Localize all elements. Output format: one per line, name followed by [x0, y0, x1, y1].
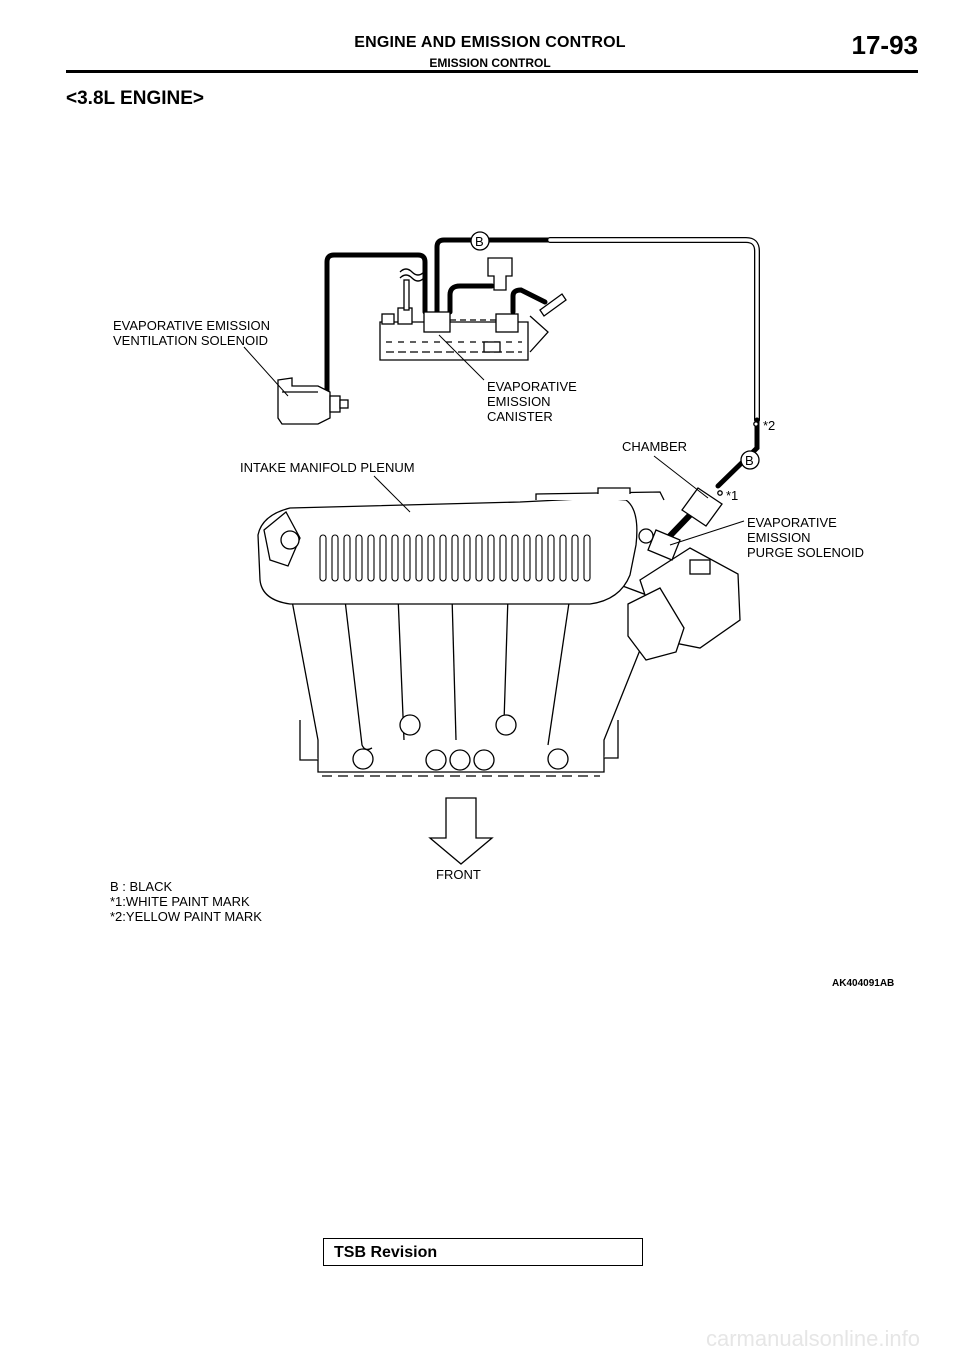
- canister: [379, 257, 567, 361]
- legend-item-white-mark: *1:WHITE PAINT MARK: [110, 894, 250, 909]
- chamber-label: CHAMBER: [622, 439, 687, 454]
- purge-solenoid: [647, 421, 759, 561]
- legend-item-yellow-mark: *2:YELLOW PAINT MARK: [110, 909, 262, 924]
- front-label: FRONT: [436, 867, 481, 882]
- figure-id: AK404091AB: [832, 978, 894, 989]
- hoses: [324, 237, 760, 543]
- watermark: carmanualsonline.info: [705, 1326, 920, 1351]
- section-title: <3.8L ENGINE>: [66, 88, 204, 109]
- legend-item-black: B : BLACK: [110, 879, 172, 894]
- b-mark-right-label: B: [745, 453, 754, 468]
- canister-label-2: EMISSION: [487, 394, 551, 409]
- ventilation-solenoid: [277, 377, 349, 425]
- leader-lines: [243, 334, 745, 546]
- canister-label-1: EVAPORATIVE: [487, 379, 577, 394]
- purge-solenoid-label-3: PURGE SOLENOID: [747, 545, 864, 560]
- b-mark-right: B: [740, 450, 760, 470]
- intake-manifold: [257, 487, 741, 777]
- paint-mark-1-label: *1: [726, 488, 738, 503]
- ventilation-solenoid-label-1: EVAPORATIVE EMISSION: [113, 318, 270, 333]
- b-mark-top: B: [470, 231, 490, 251]
- canister-label-3: CANISTER: [487, 409, 553, 424]
- purge-solenoid-label-2: EMISSION: [747, 530, 811, 545]
- page-number: 17-93: [851, 30, 919, 60]
- header-rule: [66, 70, 918, 73]
- intake-plenum-label: INTAKE MANIFOLD PLENUM: [240, 460, 415, 475]
- tsb-revision-label: TSB Revision: [334, 1244, 438, 1261]
- b-mark-top-label: B: [475, 234, 484, 249]
- front-arrow: [428, 797, 494, 865]
- purge-solenoid-label-1: EVAPORATIVE: [747, 515, 837, 530]
- page-header-subtitle: EMISSION CONTROL: [429, 56, 551, 70]
- paint-mark-2-label: *2: [763, 418, 775, 433]
- tsb-revision-box: TSB Revision: [323, 1238, 643, 1266]
- ventilation-solenoid-label-2: VENTILATION SOLENOID: [113, 333, 268, 348]
- plenum-fins: [319, 534, 591, 582]
- page-header-title: ENGINE AND EMISSION CONTROL: [354, 34, 626, 51]
